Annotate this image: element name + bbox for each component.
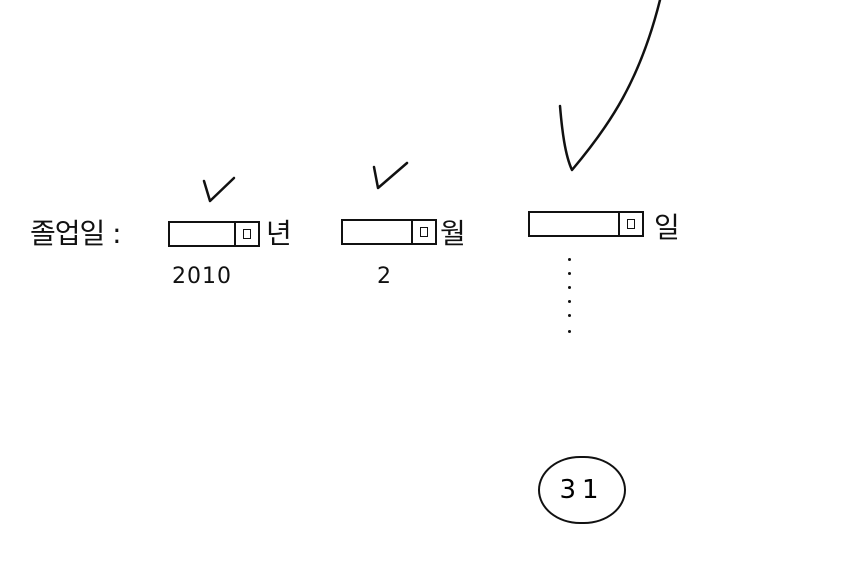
year-value: 2010 <box>172 264 232 289</box>
day-unit-label: 일 <box>654 211 680 244</box>
dropdown-icon[interactable] <box>411 221 435 243</box>
month-value: 2 <box>377 264 392 289</box>
selected-day-value: 31 <box>559 475 605 505</box>
dropdown-icon[interactable] <box>618 213 642 235</box>
day-option-list <box>568 258 574 338</box>
check-icon <box>202 176 236 203</box>
graduation-date-label: 졸업일 : <box>30 217 122 250</box>
day-select[interactable] <box>528 211 644 237</box>
month-select[interactable] <box>341 219 437 245</box>
dropdown-icon[interactable] <box>234 223 258 245</box>
year-unit-label: 년 <box>266 217 292 250</box>
year-select[interactable] <box>168 221 260 247</box>
selected-day-option[interactable]: 31 <box>538 456 626 524</box>
month-unit-label: 월 <box>440 217 466 250</box>
arrow-icon <box>558 0 662 172</box>
check-icon <box>372 161 409 190</box>
